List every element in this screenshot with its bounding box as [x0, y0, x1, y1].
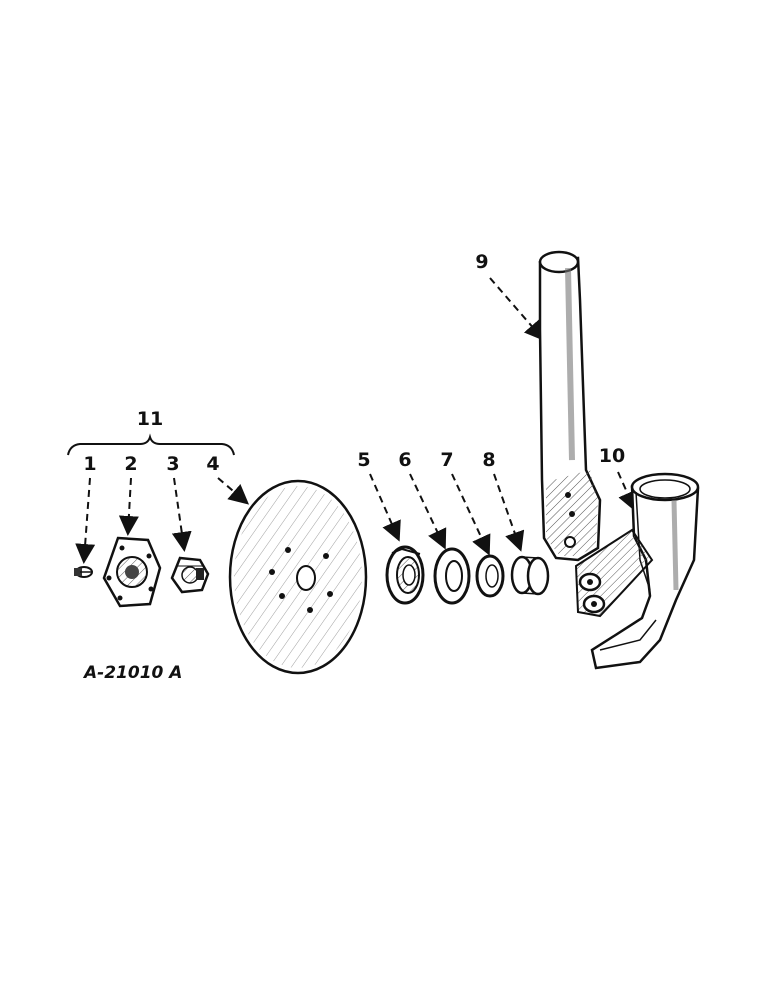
- callout-9: 9: [475, 251, 488, 273]
- callout-1: 1: [83, 453, 96, 475]
- part-5-bearing: [385, 545, 425, 605]
- callout-11: 11: [137, 408, 163, 430]
- part-6-seal-ring: [433, 547, 471, 605]
- part-1-fitting: [74, 566, 93, 578]
- part-2-hub-cap: [102, 536, 162, 608]
- callout-3: 3: [166, 453, 179, 475]
- leader-1: [75, 477, 96, 564]
- part-4-disc-blade: [228, 479, 368, 675]
- assembly-bracket: [67, 433, 235, 456]
- callout-6: 6: [398, 449, 411, 471]
- callout-2: 2: [124, 453, 137, 475]
- callout-10: 10: [599, 445, 625, 467]
- callout-4: 4: [206, 453, 219, 475]
- leader-7: [451, 473, 491, 556]
- part-9-shank-arm: [538, 250, 602, 562]
- leader-6: [409, 473, 447, 550]
- leader-4: [217, 477, 250, 505]
- leader-3: [171, 477, 192, 552]
- callout-8: 8: [482, 449, 495, 471]
- leader-5: [369, 473, 401, 542]
- part-7-washer: [475, 554, 505, 598]
- leader-10: [617, 471, 637, 512]
- leader-2: [118, 477, 139, 536]
- part-3-castle-nut: [170, 556, 210, 594]
- figure-id: A-21010 A: [82, 663, 182, 683]
- leader-8: [493, 473, 525, 552]
- callout-5: 5: [357, 449, 370, 471]
- part-10-boot: [574, 472, 700, 670]
- leader-9: [489, 277, 545, 342]
- part-8-spacer: [510, 555, 550, 596]
- callout-7: 7: [440, 449, 453, 471]
